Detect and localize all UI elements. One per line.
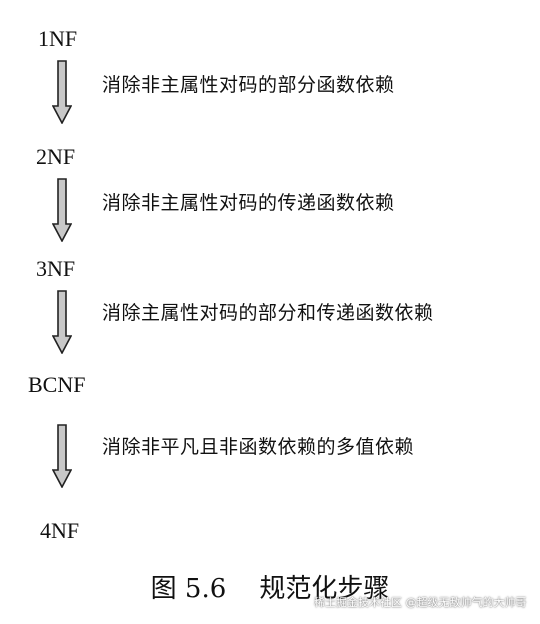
form-1nf: 1NF bbox=[38, 26, 78, 51]
step-3-label: 消除主属性对码的部分和传递函数依赖 bbox=[102, 302, 434, 324]
step-1-label: 消除非主属性对码的部分函数依赖 bbox=[102, 74, 395, 96]
down-arrow-icon bbox=[52, 290, 72, 354]
form-4nf: 4NF bbox=[40, 518, 80, 543]
figure-caption: 图 5.6 规范化步骤 bbox=[150, 574, 390, 604]
down-arrow-icon bbox=[52, 60, 72, 124]
form-3nf: 3NF bbox=[36, 256, 76, 281]
step-2-label: 消除非主属性对码的传递函数依赖 bbox=[102, 192, 395, 214]
step-4-label: 消除非平凡且非函数依赖的多值依赖 bbox=[102, 436, 415, 458]
down-arrow-icon bbox=[52, 424, 72, 488]
watermark-text: 稀土掘金技术社区 @超级无敌帅气的大帅哥 bbox=[314, 596, 527, 609]
form-bcnf: BCNF bbox=[28, 372, 86, 397]
down-arrow-icon bbox=[52, 178, 72, 242]
form-2nf: 2NF bbox=[36, 144, 76, 169]
